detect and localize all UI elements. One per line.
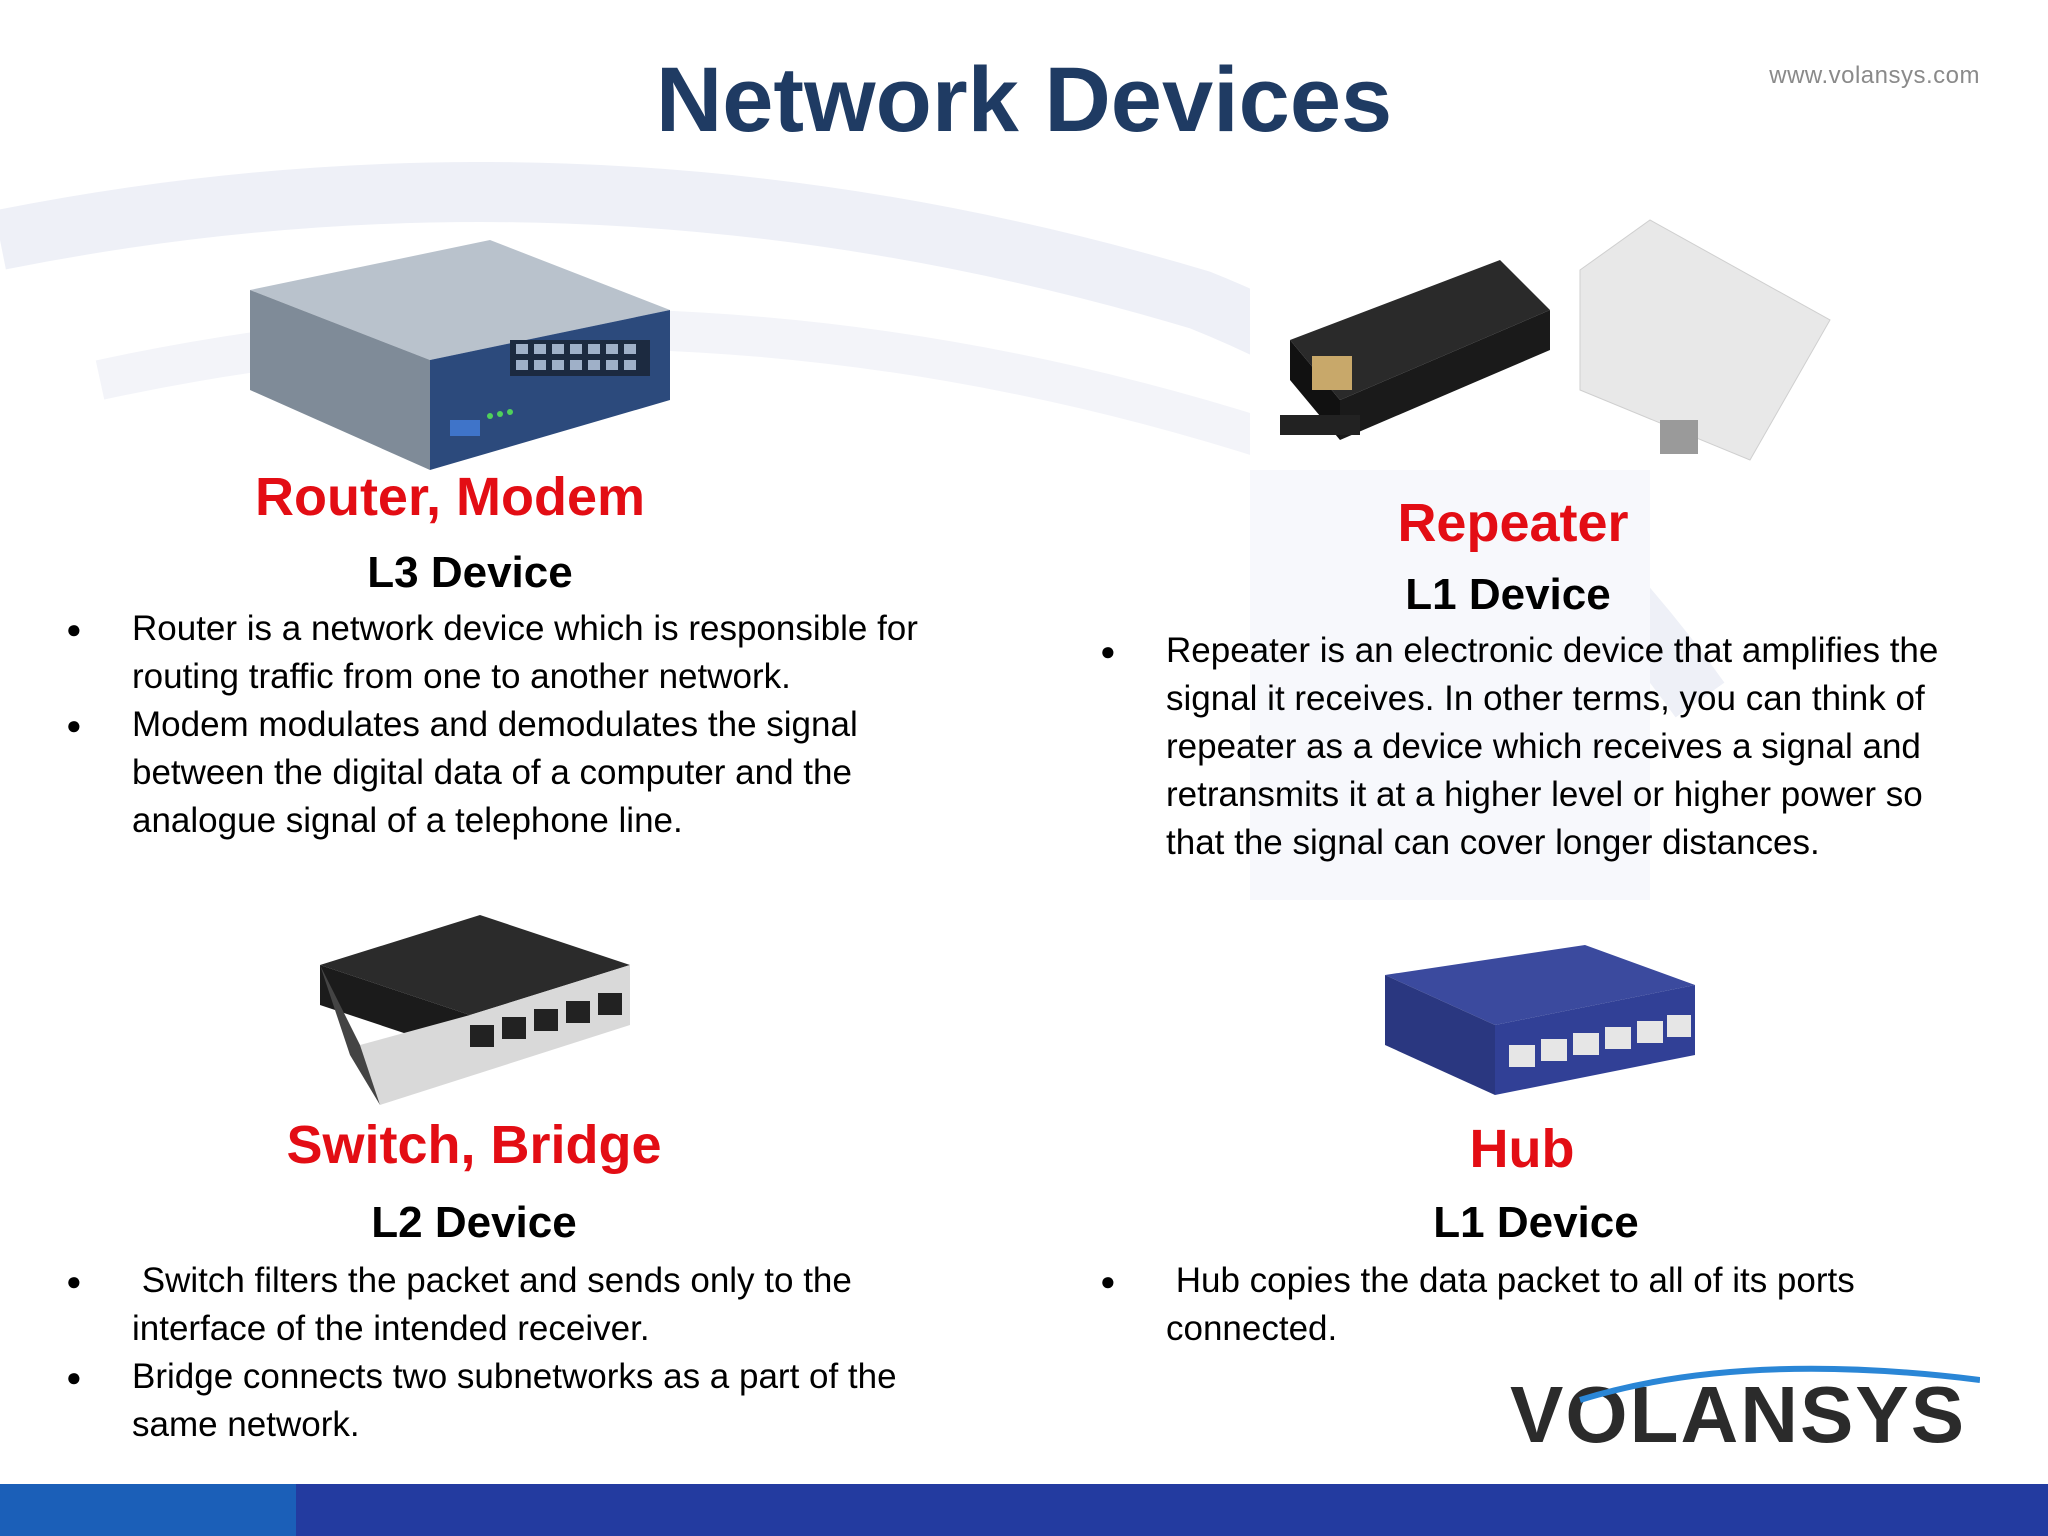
bullet-icon: ● [1100, 636, 1116, 666]
footer-bar [0, 1484, 2048, 1536]
router-bullets: ●Router is a network device which is res… [66, 605, 936, 845]
bullet-icon: ● [66, 1266, 82, 1296]
list-item: ●Bridge connects two subnetworks as a pa… [66, 1353, 936, 1449]
list-item: ●Repeater is an electronic device that a… [1100, 627, 1980, 867]
hub-layer: L1 Device [1433, 1198, 1639, 1247]
website-url: www.volansys.com [1769, 62, 1980, 89]
hub-image [1385, 945, 1695, 1095]
bullet-icon: ● [66, 1362, 82, 1392]
bullet-icon: ● [66, 614, 82, 644]
list-item: ●Router is a network device which is res… [66, 605, 936, 701]
svg-text:VOLANSYS: VOLANSYS [1510, 1370, 1966, 1459]
repeater-layer: L1 Device [1405, 570, 1611, 619]
hub-bullets: ● Hub copies the data packet to all of i… [1100, 1257, 1980, 1353]
router-layer: L3 Device [367, 548, 573, 597]
volansys-logo: VOLANSYS [1510, 1365, 1980, 1459]
list-item: ● Switch filters the packet and sends on… [66, 1257, 936, 1353]
repeater-image [1250, 200, 1870, 470]
hub-title: Hub [1469, 1119, 1575, 1179]
switch-layer: L2 Device [371, 1198, 577, 1247]
repeater-title: Repeater [1397, 493, 1629, 553]
switch-image [320, 915, 630, 1105]
switch-bullets: ● Switch filters the packet and sends on… [66, 1257, 936, 1449]
footer-accent [0, 1484, 296, 1536]
bullet-icon: ● [1100, 1266, 1116, 1296]
page-title: Network Devices [655, 49, 1393, 151]
router-image [250, 240, 670, 470]
bullet-icon: ● [66, 710, 82, 740]
list-item: ● Hub copies the data packet to all of i… [1100, 1257, 1980, 1353]
switch-title: Switch, Bridge [286, 1115, 662, 1175]
repeater-bullets: ●Repeater is an electronic device that a… [1100, 627, 1980, 867]
list-item: ●Modem modulates and demodulates the sig… [66, 701, 936, 845]
router-title: Router, Modem [254, 467, 646, 527]
